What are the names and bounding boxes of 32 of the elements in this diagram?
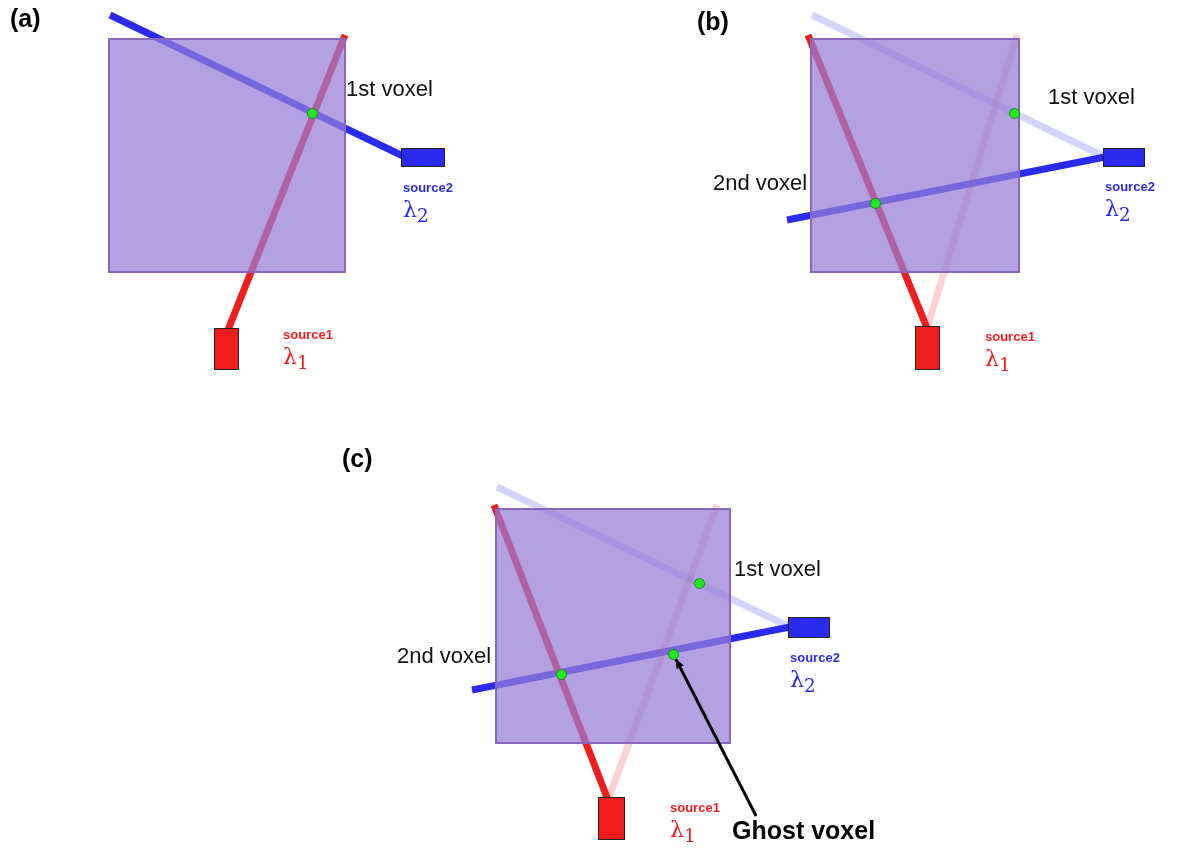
voxel-volume-square <box>495 508 731 744</box>
panel-label: (b) <box>697 9 729 34</box>
light-source-box <box>915 326 940 370</box>
light-source-box <box>214 328 239 370</box>
arrow <box>674 658 758 817</box>
wavelength-label: λ$_{2}$ <box>790 669 816 696</box>
light-source-box <box>598 797 625 840</box>
light-source-box <box>401 148 445 167</box>
source-label: source2 <box>403 181 453 194</box>
panel-label: (a) <box>10 6 41 31</box>
source-label: source1 <box>283 328 333 341</box>
wavelength-label: λ$_{1}$ <box>670 819 696 846</box>
source-label: source2 <box>790 651 840 664</box>
ghost-voxel-dot <box>668 649 679 660</box>
light-source-box <box>1103 148 1145 167</box>
voxel-label: 2nd voxel <box>713 172 808 194</box>
voxel-label: 2nd voxel <box>397 645 492 667</box>
source-label: source1 <box>670 801 720 814</box>
voxel-volume-square <box>810 38 1020 273</box>
voxel-label: 1st voxel <box>346 78 433 100</box>
light-source-box <box>788 617 830 638</box>
panel-label: (c) <box>342 446 373 471</box>
source-label: source1 <box>985 330 1035 343</box>
wavelength-label: λ$_{2}$ <box>1105 198 1131 225</box>
wavelength-label: λ$_{2}$ <box>403 199 429 226</box>
source-label: source2 <box>1105 180 1155 193</box>
voxel-volume-square <box>108 38 346 273</box>
wavelength-label: λ$_{1}$ <box>283 346 309 373</box>
annotation-text: Ghost voxel <box>732 816 876 845</box>
voxel-label: 1st voxel <box>734 558 821 580</box>
wavelength-label: λ$_{1}$ <box>985 348 1011 375</box>
voxel-label: 1st voxel <box>1048 86 1135 108</box>
